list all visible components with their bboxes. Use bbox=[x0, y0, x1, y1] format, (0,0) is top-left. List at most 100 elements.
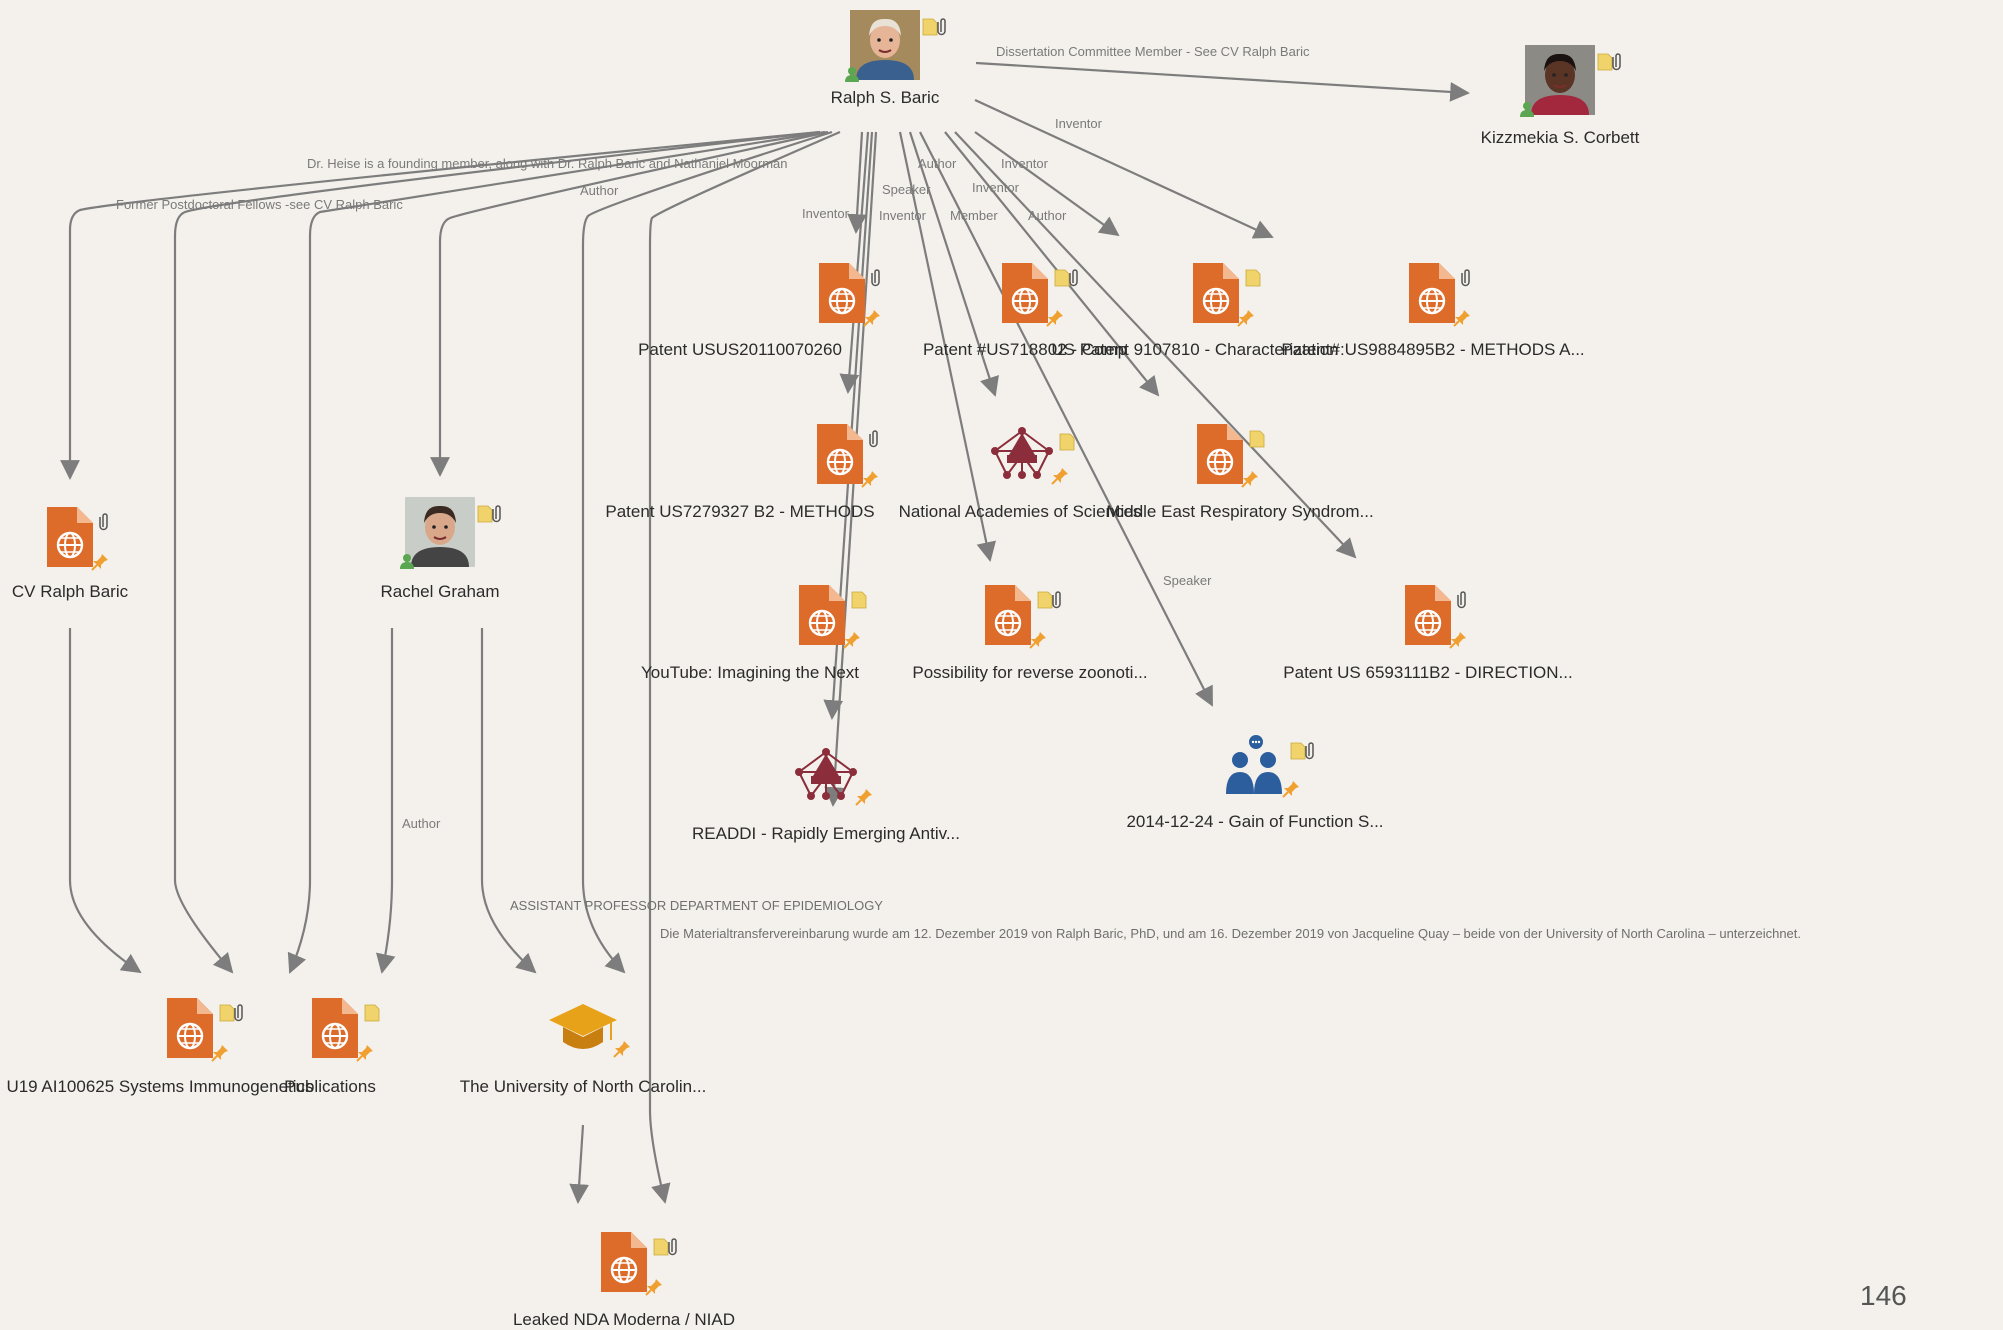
edge-label: Author bbox=[1028, 208, 1067, 223]
edge-label: Dr. Heise is a founding member, along wi… bbox=[307, 156, 788, 171]
node-label: READDI - Rapidly Emerging Antiv... bbox=[692, 824, 960, 843]
note-icon bbox=[219, 1004, 235, 1027]
node-label: U19 AI100625 Systems Immunogenetics bbox=[6, 1077, 314, 1096]
node-label: US Patent 9107810 - Characterization bbox=[1051, 340, 1339, 359]
e-unc-nda[interactable] bbox=[569, 1124, 590, 1204]
document-web-icon bbox=[998, 261, 1052, 330]
document-web-icon bbox=[813, 422, 867, 491]
note-material-transfer: Die Materialtransfervereinbarung wurde a… bbox=[660, 926, 1801, 941]
paperclip-icon bbox=[1457, 589, 1469, 614]
node-label: Patent #US718802 - Comp bbox=[922, 340, 1128, 359]
note-icon bbox=[1290, 742, 1306, 765]
note-icon bbox=[1059, 433, 1075, 456]
node-label: Publications bbox=[284, 1077, 376, 1096]
note-icon bbox=[364, 1004, 380, 1027]
node-label: Rachel Graham bbox=[380, 582, 500, 601]
e-rachel-pubs[interactable] bbox=[376, 628, 396, 974]
edge-label: Dissertation Committee Member - See CV R… bbox=[996, 44, 1310, 59]
node-label: Patent US7279327 B2 - METHODS bbox=[605, 502, 875, 521]
document-web-icon bbox=[815, 261, 869, 330]
user-icon bbox=[1519, 101, 1535, 122]
node-label: 2014-12-24 - Gain of Function S... bbox=[1126, 812, 1384, 831]
node-label: National Academies of Sciences bbox=[898, 502, 1142, 521]
e-kizz[interactable] bbox=[975, 61, 1470, 102]
edge-label: Inventor bbox=[972, 180, 1020, 195]
document-web-icon bbox=[1405, 261, 1459, 330]
e-patent5[interactable] bbox=[954, 131, 1357, 559]
pin-icon bbox=[1449, 631, 1467, 654]
note-icon bbox=[851, 591, 867, 614]
node-label: Ralph S. Baric bbox=[830, 88, 940, 107]
e-nas[interactable] bbox=[908, 131, 999, 397]
pin-icon bbox=[855, 788, 873, 811]
node-label: The University of North Carolin... bbox=[459, 1077, 707, 1096]
edge-label: Author bbox=[402, 816, 441, 831]
document-web-icon bbox=[163, 996, 217, 1065]
document-web-icon bbox=[981, 583, 1035, 652]
e-gof[interactable] bbox=[919, 131, 1213, 707]
e-rachel-unc[interactable] bbox=[480, 628, 537, 974]
document-web-icon bbox=[1189, 261, 1243, 330]
paperclip-icon bbox=[937, 16, 949, 41]
paperclip-icon bbox=[1052, 589, 1064, 614]
pin-icon bbox=[1453, 309, 1471, 332]
paperclip-icon bbox=[234, 1002, 246, 1027]
pin-icon bbox=[1237, 309, 1255, 332]
paperclip-icon bbox=[871, 267, 883, 292]
e-cv-u19[interactable] bbox=[68, 628, 142, 974]
note-icon bbox=[1037, 591, 1053, 614]
document-web-icon bbox=[308, 996, 362, 1065]
document-web-icon bbox=[43, 505, 97, 574]
person-photo-icon bbox=[850, 10, 920, 85]
pin-icon bbox=[843, 631, 861, 654]
e-cv[interactable] bbox=[60, 130, 821, 480]
document-web-icon bbox=[1401, 583, 1455, 652]
paperclip-icon bbox=[1612, 51, 1624, 76]
pin-icon bbox=[1241, 470, 1259, 493]
e-patent3[interactable] bbox=[974, 99, 1274, 239]
e-mers[interactable] bbox=[974, 131, 1120, 237]
pin-icon bbox=[1029, 631, 1047, 654]
edge-label: Speaker bbox=[882, 182, 931, 197]
page-number: 146 bbox=[1860, 1280, 1907, 1311]
edge-label: Author bbox=[918, 156, 957, 171]
edge-label: Member bbox=[950, 208, 998, 223]
pin-icon bbox=[613, 1040, 631, 1063]
person-photo-icon bbox=[1525, 45, 1595, 120]
e-pubs[interactable] bbox=[287, 130, 826, 974]
user-icon bbox=[844, 66, 860, 87]
e-patent4[interactable] bbox=[839, 131, 870, 394]
note-icon bbox=[1245, 269, 1261, 292]
node-label: Patent#:US9884895B2 - METHODS A... bbox=[1281, 340, 1585, 359]
document-web-icon bbox=[795, 583, 849, 652]
note-assistant-professor: ASSISTANT PROFESSOR DEPARTMENT OF EPIDEM… bbox=[510, 898, 883, 913]
e-rachel[interactable] bbox=[430, 130, 829, 477]
network-icon bbox=[987, 425, 1057, 488]
note-icon bbox=[1249, 430, 1265, 453]
e-nda-b[interactable] bbox=[648, 130, 841, 1204]
edge-label: Inventor bbox=[1001, 156, 1049, 171]
pin-icon bbox=[863, 309, 881, 332]
node-label: Middle East Respiratory Syndrom... bbox=[1106, 502, 1374, 521]
note-icon bbox=[653, 1238, 669, 1261]
note-icon bbox=[1597, 53, 1613, 76]
paperclip-icon bbox=[99, 511, 111, 536]
network-icon bbox=[791, 746, 861, 809]
paperclip-icon bbox=[668, 1236, 680, 1261]
edge-label: Author bbox=[580, 183, 619, 198]
note-icon bbox=[922, 18, 938, 41]
note-icon bbox=[1054, 269, 1070, 292]
document-web-icon bbox=[597, 1230, 651, 1299]
note-icon bbox=[477, 505, 493, 528]
e-patent1[interactable] bbox=[847, 131, 867, 234]
node-label: Possibility for reverse zoonoti... bbox=[912, 663, 1148, 682]
pin-icon bbox=[645, 1278, 663, 1301]
e-us9[interactable] bbox=[944, 131, 1160, 397]
e-possibility[interactable] bbox=[898, 131, 997, 562]
edge-label: Inventor bbox=[802, 206, 850, 221]
e-u19[interactable] bbox=[173, 130, 821, 974]
pin-icon bbox=[1046, 309, 1064, 332]
group-meeting-icon bbox=[1222, 734, 1288, 801]
e-unc-a[interactable] bbox=[581, 130, 833, 974]
